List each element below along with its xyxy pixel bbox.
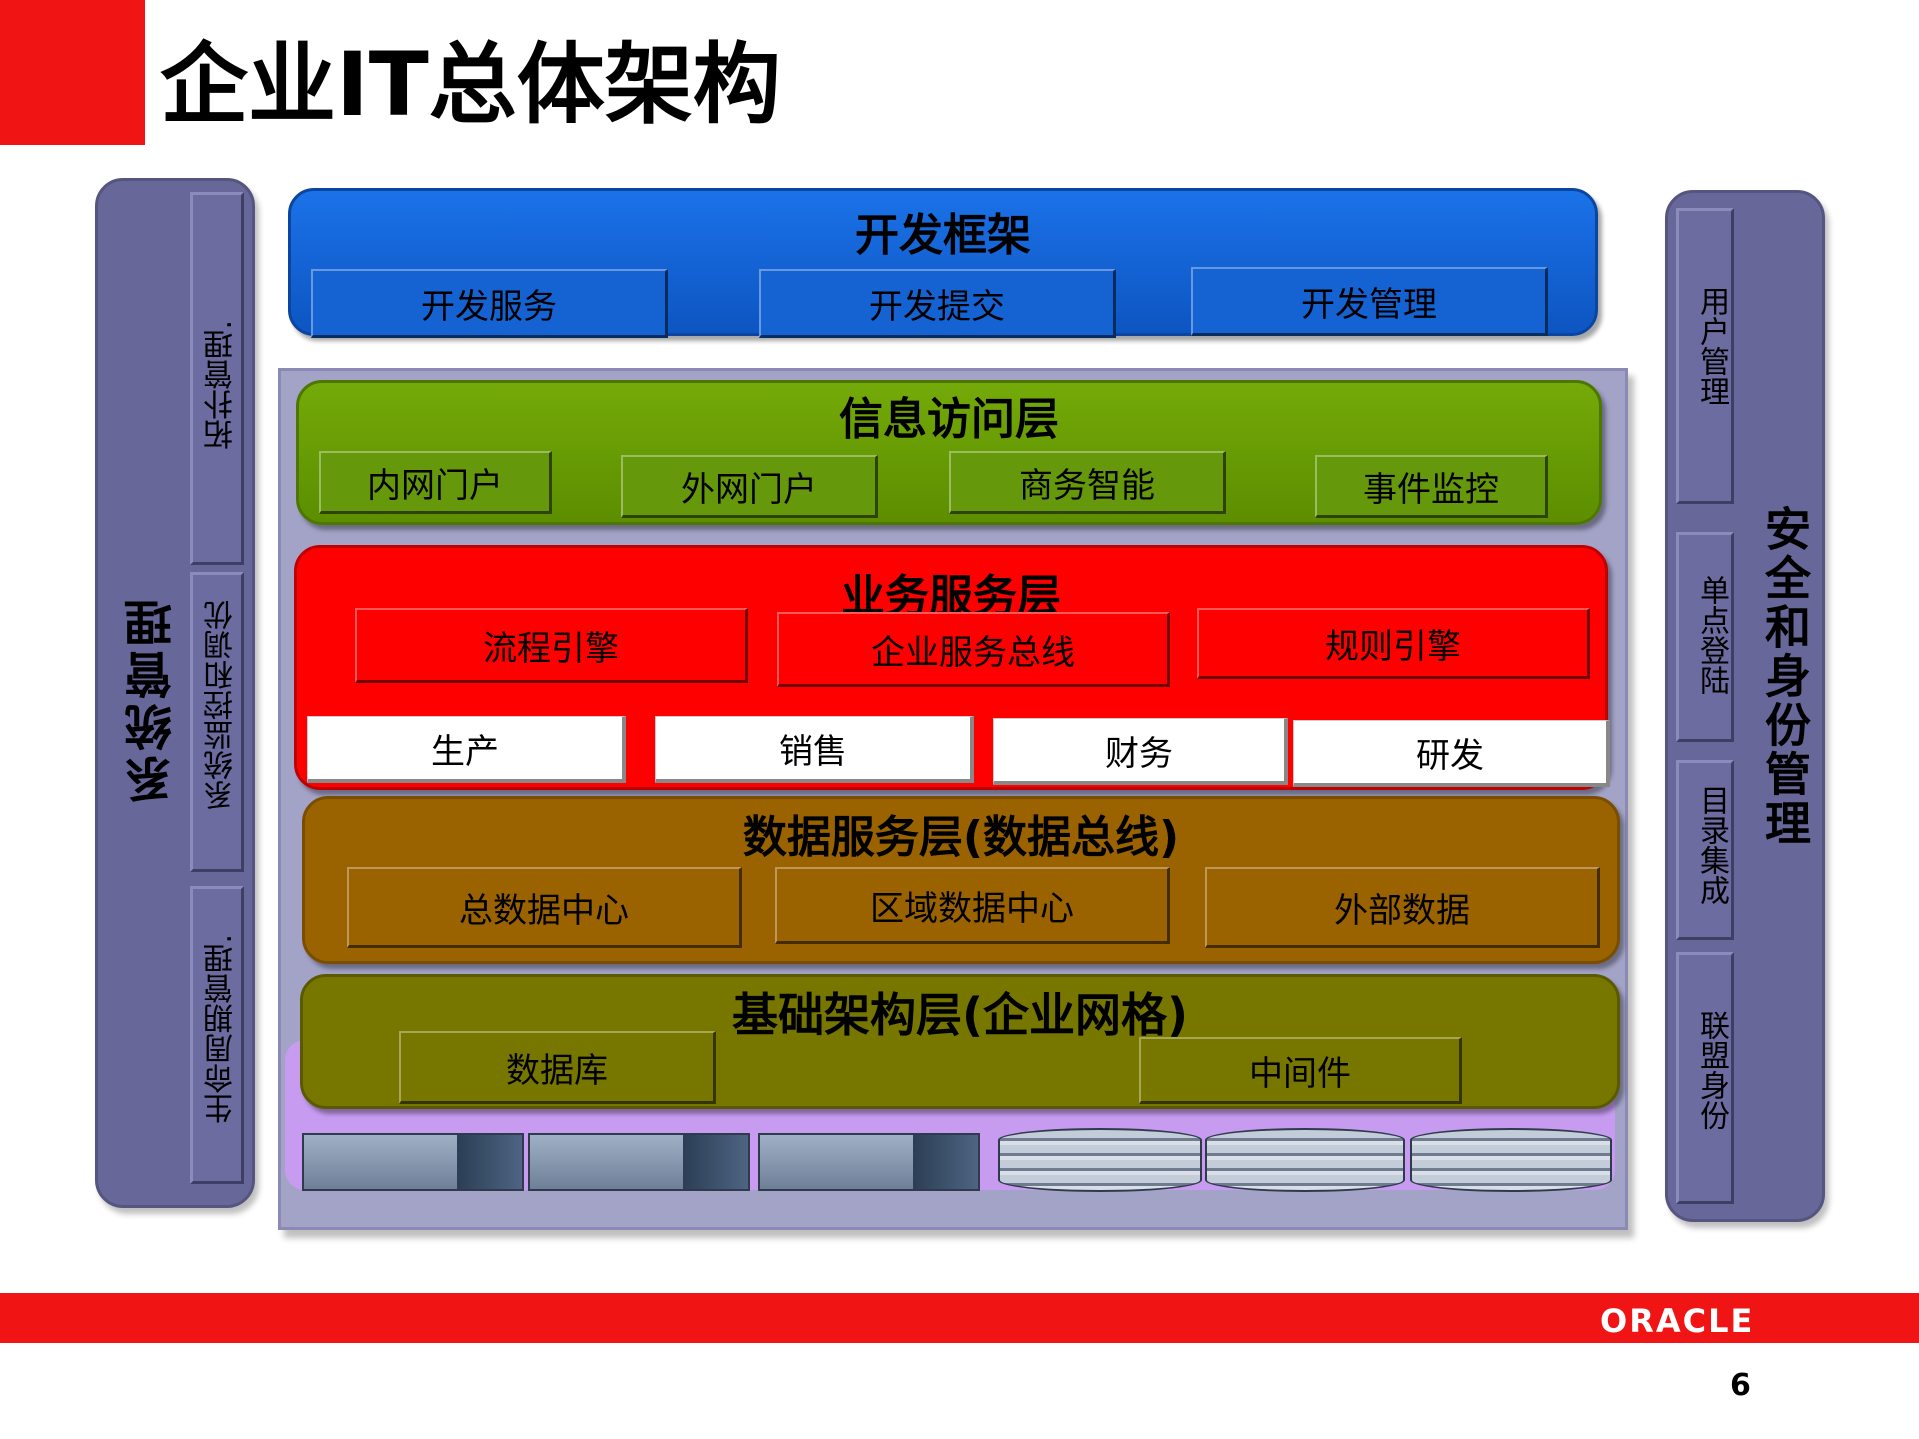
disk-array-icon [1410, 1128, 1612, 1192]
right-item-user-management: 用户管理 [1676, 208, 1734, 504]
system-management-title: 系统管理 [125, 595, 181, 803]
middleware-box: 中间件 [1139, 1037, 1462, 1104]
server-icon [758, 1133, 980, 1191]
server-icon [528, 1133, 750, 1191]
infrastructure-title: 基础架构层(企业网格) [731, 988, 1189, 1042]
central-data-center-box: 总数据中心 [347, 867, 742, 948]
data-service-title: 数据服务层(数据总线) [742, 812, 1180, 863]
infrastructure-layer: 基础架构层(企业网格) 数据库 中间件 [300, 974, 1620, 1109]
event-monitoring-box: 事件监控 [1315, 455, 1548, 518]
rules-engine-box: 规则引擎 [1197, 608, 1590, 679]
intranet-portal-box: 内网门户 [319, 451, 552, 514]
business-service-layer: 业务服务层 流程引擎 企业服务总线 规则引擎 生产 销售 财务 研发 [294, 545, 1610, 790]
external-data-box: 外部数据 [1205, 867, 1600, 948]
extranet-portal-box: 外网门户 [621, 455, 878, 518]
info-access-layer: 信息访问层 内网门户 外网门户 商务智能 事件监控 [296, 380, 1602, 525]
page-number: 6 [1730, 1368, 1751, 1403]
regional-data-center-box: 区域数据中心 [775, 867, 1170, 944]
title-accent-block [0, 0, 145, 145]
info-access-title: 信息访问层 [839, 394, 1059, 445]
disk-array-icon [998, 1128, 1202, 1192]
domain-production-box: 生产 [307, 716, 626, 783]
dev-submit-box: 开发提交 [759, 269, 1116, 338]
domain-finance-box: 财务 [993, 718, 1288, 785]
dev-services-box: 开发服务 [311, 269, 668, 338]
domain-rnd-box: 研发 [1293, 720, 1610, 787]
right-item-sso: 单点登陆 [1676, 532, 1734, 742]
security-identity-title: 安全和身份管理 [1758, 505, 1812, 848]
dev-framework-title: 开发框架 [855, 210, 1031, 261]
left-item-monitoring: 系统监控和调优 [190, 572, 244, 872]
data-service-layer: 数据服务层(数据总线) 总数据中心 区域数据中心 外部数据 [302, 796, 1620, 964]
disk-array-icon [1205, 1128, 1405, 1192]
database-box: 数据库 [399, 1031, 716, 1104]
left-item-topology: 拓扑管理. [190, 192, 244, 565]
right-item-federation: 联盟身份 [1676, 952, 1734, 1204]
footer-bar [0, 1293, 1919, 1343]
oracle-logo: ORACLE [1600, 1302, 1755, 1340]
process-engine-box: 流程引擎 [355, 608, 748, 683]
left-item-lifecycle: 生命周期管理. [190, 886, 244, 1184]
right-item-directory: 目录集成 [1676, 760, 1734, 940]
business-intelligence-box: 商务智能 [949, 451, 1226, 514]
domain-sales-box: 销售 [655, 716, 974, 783]
enterprise-service-bus-box: 企业服务总线 [777, 612, 1170, 687]
dev-management-box: 开发管理 [1191, 267, 1548, 336]
dev-framework-layer: 开发框架 开发服务 开发提交 开发管理 [288, 188, 1598, 338]
server-icon [302, 1133, 524, 1191]
page-title: 企业IT总体架构 [160, 33, 781, 136]
